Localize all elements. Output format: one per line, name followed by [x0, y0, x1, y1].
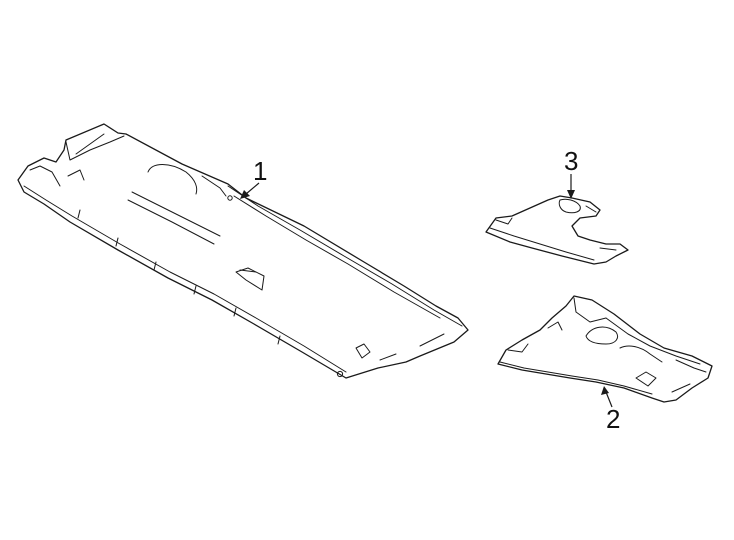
leader-line-2 — [605, 391, 613, 408]
callout-3: 3 — [564, 146, 578, 199]
part-3-small-shield[interactable] — [485, 195, 629, 265]
callout-1: 1 — [240, 156, 267, 199]
callout-2: 2 — [601, 386, 620, 434]
arrowhead-3 — [567, 190, 575, 199]
part-1-front-shield[interactable] — [17, 123, 469, 379]
callout-1-label: 1 — [253, 156, 267, 186]
callout-2-label: 2 — [606, 404, 620, 434]
leader-line-1 — [245, 182, 260, 195]
part-2-rear-shield[interactable] — [497, 295, 713, 403]
arrowhead-2 — [601, 386, 609, 395]
arrowhead-1 — [240, 190, 250, 199]
callout-3-label: 3 — [564, 146, 578, 176]
